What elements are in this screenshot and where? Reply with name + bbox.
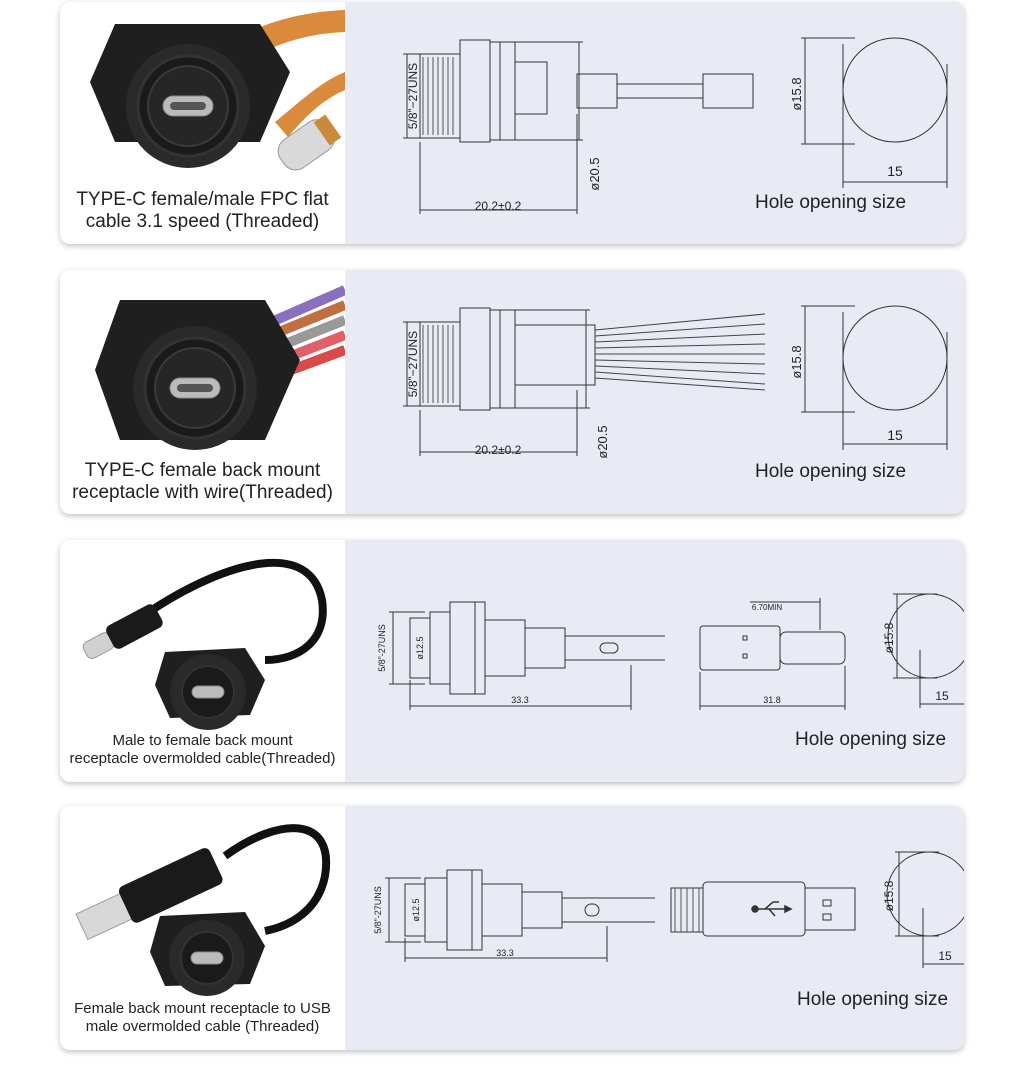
hole-width-label: 15 xyxy=(935,689,949,703)
product-photo-male-female: Male to female back mount receptacle ove… xyxy=(60,540,345,782)
usb-c-port xyxy=(190,951,224,965)
caption-line-2: receptacle with wire(Threaded) xyxy=(72,482,333,504)
hole-opening-label: Hole opening size xyxy=(755,192,907,213)
thread-spec-label: 5/8”−27UNS xyxy=(406,331,420,397)
panel-fpc-cable: TYPE-C female/male FPC flat cable 3.1 sp… xyxy=(60,2,964,244)
wire-connector-illustration xyxy=(95,285,345,450)
caption-line-2: male overmolded cable (Threaded) xyxy=(85,1017,320,1035)
caption-line-1: TYPE-C female back mount xyxy=(84,460,321,481)
male-female-cable-illustration xyxy=(82,558,327,730)
hole-width-label: 15 xyxy=(938,949,952,963)
caption-line-1: Male to female back mount xyxy=(112,732,293,749)
fpc-connector-illustration xyxy=(90,10,345,171)
dimension-drawing-wire: 5/8”−27UNS 20.2±0.2 ø20.5 ø15.8 15 xyxy=(403,305,948,459)
product-photo-usb: Female back mount receptacle to USB male… xyxy=(60,806,345,1050)
hole-diameter-label: ø15.8 xyxy=(789,77,804,110)
product-photo-wire: TYPE-C female back mount receptacle with… xyxy=(60,270,345,514)
hole-opening-label: Hole opening size xyxy=(795,729,947,750)
panel-male-to-female: Male to female back mount receptacle ove… xyxy=(60,540,964,782)
length-label: 20.2±0.2 xyxy=(475,443,522,457)
length-label: 33.3 xyxy=(511,695,529,705)
strain-relief-ribs xyxy=(674,888,700,932)
length-label: 33.3 xyxy=(496,948,514,958)
usb-cable-illustration xyxy=(75,824,331,996)
hole-circle xyxy=(887,593,964,679)
panel-usb-male-cable: Female back mount receptacle to USB male… xyxy=(60,806,964,1050)
caption-line-2: cable 3.1 speed (Threaded) xyxy=(85,211,320,233)
usb-c-male-plug xyxy=(82,604,163,659)
hole-width-label: 15 xyxy=(887,427,903,443)
hole-opening-label: Hole opening size xyxy=(797,989,949,1010)
caption-line-1: Female back mount receptacle to USB xyxy=(74,1000,331,1017)
usb-a-male-plug xyxy=(75,848,223,941)
thread-lines xyxy=(422,57,454,135)
wire-leads xyxy=(594,313,766,391)
dimension-drawing-usb: 5/8”-27UNS ø12.5 33.3 ø15.8 15 xyxy=(373,851,964,968)
dimension-drawing-male-female: 5/8”-27UNS ø12.5 33.3 31.8 6.70MIN ø15.8… xyxy=(377,593,964,710)
usb-trident-icon xyxy=(751,901,793,917)
hole-opening-label: Hole opening size xyxy=(755,461,907,482)
flange-diameter-label: ø20.5 xyxy=(595,425,610,458)
flange-diameter-label: ø20.5 xyxy=(587,157,602,190)
hole-circle xyxy=(842,305,948,411)
panel-wire-receptacle: TYPE-C female back mount receptacle with… xyxy=(60,270,964,514)
dimension-drawing-fpc: 5/8”−27UNS 20.2±0.2 ø20.5 ø15.8 15 xyxy=(403,37,948,214)
usb-c-male-plug xyxy=(277,114,342,171)
inner-diameter-label: ø12.5 xyxy=(411,898,421,921)
thread-spec-label: 5/8”−27UNS xyxy=(406,63,420,129)
thread-spec-label: 5/8”-27UNS xyxy=(377,624,387,672)
inner-diameter-label: ø12.5 xyxy=(415,636,425,659)
hole-diameter-label: ø15.8 xyxy=(882,622,896,653)
hole-circle xyxy=(842,37,948,143)
usb-c-port xyxy=(191,685,225,699)
caption-line-2: receptacle overmolded cable(Threaded) xyxy=(69,749,336,767)
hole-diameter-label: ø15.8 xyxy=(882,880,896,911)
caption-line-1: TYPE-C female/male FPC flat xyxy=(76,189,329,210)
min-length-label: 6.70MIN xyxy=(752,603,782,612)
length-label: 20.2±0.2 xyxy=(475,199,522,213)
hole-diameter-label: ø15.8 xyxy=(789,345,804,378)
thread-spec-label: 5/8”-27UNS xyxy=(373,886,383,934)
hole-width-label: 15 xyxy=(887,163,903,179)
thread-lines xyxy=(422,325,454,403)
plug-length-label: 31.8 xyxy=(763,695,781,705)
product-photo-fpc: TYPE-C female/male FPC flat cable 3.1 sp… xyxy=(60,2,345,244)
